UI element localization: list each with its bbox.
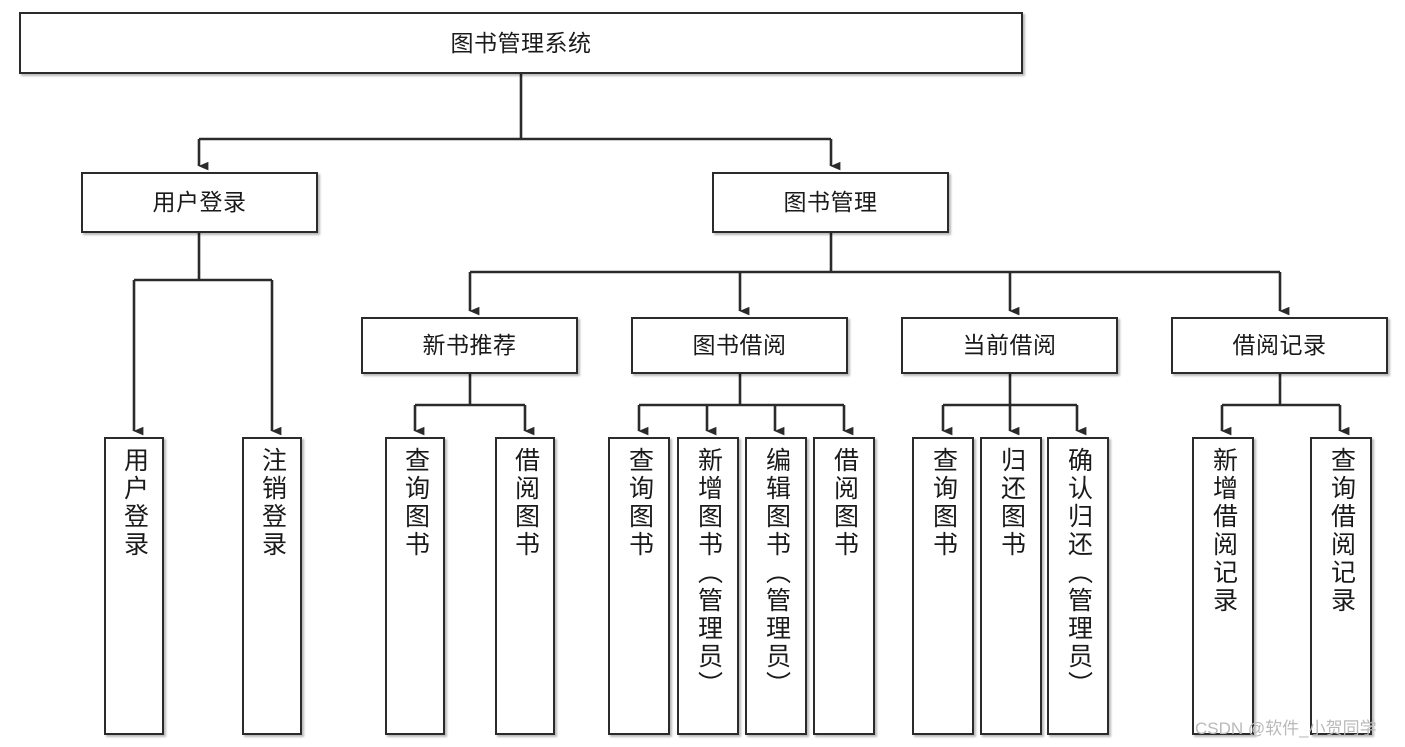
leaf-book-borrow-3-label: 借阅图书	[830, 447, 859, 559]
node-book-borrow-label: 图书借阅	[692, 332, 787, 359]
leaf-new-book-rec-0-label: 查询图书	[401, 447, 430, 559]
leaf-book-borrow-1-label: 新增图书（管理员）	[694, 447, 723, 699]
leaf-new-book-rec-1[interactable]: 借阅图书	[495, 437, 555, 735]
leaf-borrow-record-1-label: 查询借阅记录	[1327, 447, 1356, 615]
leaf-new-book-rec-1-label: 借阅图书	[511, 447, 540, 559]
node-user-login[interactable]: 用户登录	[81, 172, 318, 233]
leaf-user-login-1[interactable]: 注销登录	[242, 437, 302, 735]
csdn-watermark: CSDN @软件_小贺同学	[1195, 719, 1377, 738]
leaf-current-borrow-1[interactable]: 归还图书	[980, 437, 1042, 735]
leaf-user-login-1-label: 注销登录	[258, 447, 287, 559]
leaf-user-login-0-label: 用户登录	[120, 447, 149, 559]
leaf-book-borrow-2[interactable]: 编辑图书（管理员）	[745, 437, 807, 735]
leaf-new-book-rec-0[interactable]: 查询图书	[385, 437, 445, 735]
leaf-borrow-record-0[interactable]: 新增借阅记录	[1192, 437, 1254, 735]
node-new-book-rec[interactable]: 新书推荐	[361, 317, 578, 374]
leaf-book-borrow-1[interactable]: 新增图书（管理员）	[677, 437, 739, 735]
node-book-manage-label: 图书管理	[783, 189, 878, 216]
leaf-user-login-0[interactable]: 用户登录	[104, 437, 164, 735]
leaf-borrow-record-0-label: 新增借阅记录	[1209, 447, 1238, 615]
node-root[interactable]: 图书管理系统	[19, 12, 1023, 74]
leaf-current-borrow-0[interactable]: 查询图书	[912, 437, 974, 735]
leaf-book-borrow-0[interactable]: 查询图书	[608, 437, 670, 735]
leaf-current-borrow-0-label: 查询图书	[929, 447, 958, 559]
node-current-borrow[interactable]: 当前借阅	[901, 317, 1118, 374]
leaf-current-borrow-2[interactable]: 确认归还（管理员）	[1047, 437, 1109, 735]
node-borrow-record-label: 借阅记录	[1232, 332, 1327, 359]
node-book-manage[interactable]: 图书管理	[712, 172, 949, 233]
node-current-borrow-label: 当前借阅	[962, 332, 1057, 359]
leaf-current-borrow-2-label: 确认归还（管理员）	[1064, 447, 1093, 699]
leaf-borrow-record-1[interactable]: 查询借阅记录	[1310, 437, 1372, 735]
leaf-book-borrow-2-label: 编辑图书（管理员）	[762, 447, 791, 699]
leaf-book-borrow-0-label: 查询图书	[625, 447, 654, 559]
node-user-login-label: 用户登录	[152, 189, 247, 216]
node-root-label: 图书管理系统	[450, 29, 592, 56]
leaf-book-borrow-3[interactable]: 借阅图书	[813, 437, 875, 735]
leaf-current-borrow-1-label: 归还图书	[997, 447, 1026, 559]
node-borrow-record[interactable]: 借阅记录	[1171, 317, 1388, 374]
node-new-book-rec-label: 新书推荐	[422, 332, 517, 359]
node-book-borrow[interactable]: 图书借阅	[631, 317, 848, 374]
